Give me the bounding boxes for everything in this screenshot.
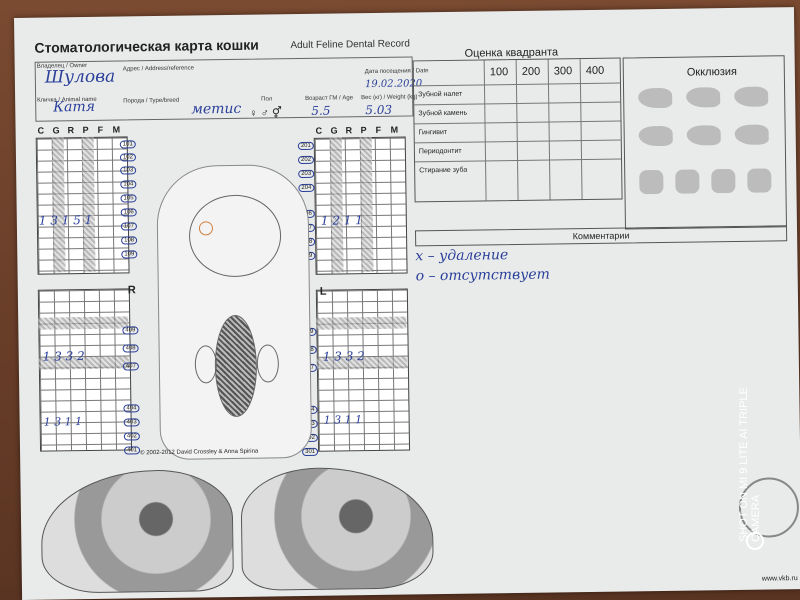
tooth-109: 109 — [121, 250, 138, 259]
tooth-107: 107 — [120, 222, 137, 231]
tooth-203: 203 — [298, 169, 315, 179]
col-c-left: C — [37, 125, 45, 136]
row-plaque: Зубной налет — [418, 90, 463, 99]
row-attrition: Стирание зуба — [419, 166, 468, 175]
tooth-103: 103 — [120, 166, 137, 175]
tooth-408: 408 — [122, 344, 139, 353]
col-r-left: R — [67, 125, 75, 136]
jaw-icon — [675, 169, 700, 194]
tooth-409: 409 — [122, 326, 139, 335]
lower-molar-right — [194, 345, 218, 384]
breed-value: метис — [191, 100, 242, 118]
quadrant-table: 100 200 300 400 Зубной налет Зубной каме… — [412, 57, 623, 203]
dental-record-sheet: Стоматологическая карта кошки Adult Feli… — [14, 7, 800, 600]
tooth-404: 404 — [123, 404, 140, 413]
tooth-101: 101 — [119, 140, 136, 149]
camera-logo-icon — [746, 532, 764, 550]
grid-hatch — [329, 137, 344, 273]
age-value: 5.5 — [311, 103, 331, 118]
grid-hatch — [51, 137, 66, 273]
tooth-108: 108 — [121, 236, 138, 245]
sex-label: Пол — [261, 96, 273, 103]
col-r-right: R — [345, 125, 353, 136]
owner-value: Шулова — [44, 66, 116, 88]
skull-icon — [686, 87, 721, 108]
col-p-right: P — [360, 125, 367, 136]
jaw-icon — [747, 168, 772, 193]
skull-icon — [638, 125, 673, 147]
side-l-label: L — [319, 285, 327, 298]
tooth-402: 402 — [123, 432, 140, 441]
patient-value: Катя — [53, 98, 96, 116]
breed-label: Порода / Type/breed — [123, 97, 180, 105]
grid-mark: 1 3 1 5 1 — [38, 212, 93, 228]
address-label: Адрес / Address/reference — [122, 65, 194, 73]
comments-header: Комментарии — [415, 225, 788, 247]
grid-hatch — [81, 136, 96, 273]
lower-left-grid — [315, 288, 411, 452]
row-periodontitis: Периодонтит — [418, 147, 462, 156]
col-f-right: F — [375, 124, 382, 135]
tooth-407: 407 — [122, 362, 139, 371]
skull-drawing-left — [240, 466, 435, 591]
skull-icon — [734, 124, 769, 145]
row-calculus: Зубной камень — [418, 109, 468, 118]
col-f-left: F — [97, 124, 104, 135]
skull-icon — [734, 86, 769, 107]
tooth-102: 102 — [119, 153, 137, 162]
comment-line-1: х – удаление — [415, 247, 509, 265]
lower-molar-left — [256, 344, 280, 383]
grid-mark: 1 3 3 2 — [322, 349, 365, 364]
tooth-104: 104 — [120, 180, 137, 189]
tooth-301: 301 — [302, 447, 319, 457]
tooth-202: 202 — [297, 155, 315, 165]
camera-watermark: SHOT ON MI 9 LITE AI TRIPLE CAMERA — [738, 387, 762, 542]
col-g-right: G — [330, 125, 338, 136]
tooth-403: 403 — [123, 418, 140, 427]
tooth-106: 106 — [120, 208, 137, 217]
scale-200: 200 — [521, 65, 541, 78]
marked-tooth-ring — [198, 221, 214, 236]
grid-mark: 1 2 1 1 — [320, 213, 363, 228]
scale-100: 100 — [489, 66, 509, 79]
grid-mark: 1 3 1 1 — [323, 413, 363, 427]
scale-400: 400 — [585, 64, 605, 78]
skull-icon — [638, 87, 673, 109]
side-r-label: R — [127, 284, 136, 297]
skull-drawing-right — [40, 468, 235, 594]
tooth-204: 204 — [298, 183, 315, 193]
grid-hatch — [316, 316, 407, 330]
tooth-401: 401 — [123, 446, 141, 455]
grid-hatch — [359, 137, 374, 273]
tooth-105: 105 — [120, 194, 137, 203]
jaw-icon — [711, 168, 736, 194]
card-title: Стоматологическая карта кошки — [34, 36, 259, 56]
col-g-left: G — [52, 125, 60, 136]
comment-line-2: о – отсутствует — [415, 266, 550, 285]
clinic-url: www.vkb.ru — [761, 575, 798, 583]
jaw-icon — [639, 169, 664, 195]
weight-value: 5.03 — [365, 102, 393, 118]
grid-mark: 1 3 1 1 — [43, 415, 83, 429]
row-gingivitis: Гингивит — [418, 128, 448, 137]
skull-icon — [686, 125, 721, 146]
sex-symbols-icon: ♀ ♂ ⚥ — [249, 107, 282, 120]
grid-mark: 1 3 3 2 — [42, 349, 85, 364]
col-m-left: M — [112, 124, 121, 135]
col-c-right: C — [315, 125, 323, 136]
scale-300: 300 — [553, 65, 573, 78]
age-label: Возраст ГМ / Age — [305, 95, 354, 102]
col-m-right: M — [390, 124, 399, 135]
col-p-left: P — [82, 124, 89, 136]
tooth-201: 201 — [297, 141, 314, 151]
weight-label: Вес (кг) / Weight (kg) — [361, 94, 418, 102]
occlusion-panel — [622, 55, 787, 230]
card-title-en: Adult Feline Dental Record — [290, 38, 410, 52]
grid-hatch — [38, 316, 129, 330]
